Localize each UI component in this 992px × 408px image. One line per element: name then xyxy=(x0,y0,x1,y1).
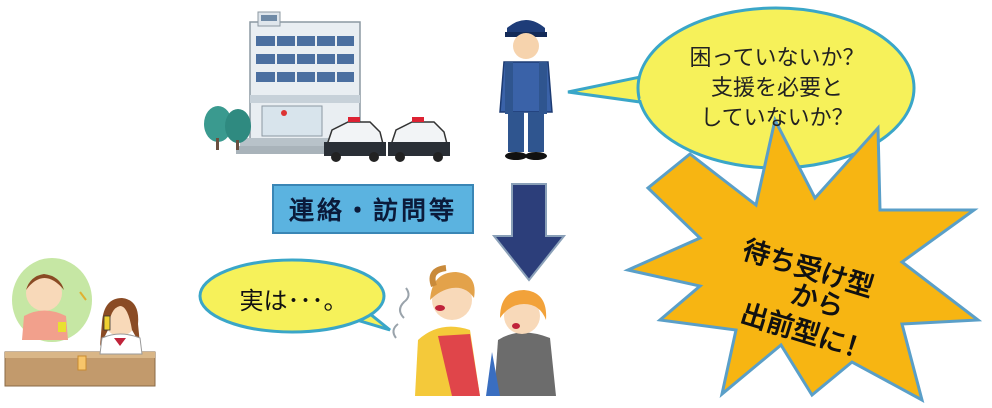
police-bubble-line-1: 困っていないか？ xyxy=(689,46,865,71)
police-bubble-text: 困っていないか？ 支援を必要と していないか？ xyxy=(672,44,882,134)
police-bubble-line-3: していないか？ xyxy=(700,106,854,131)
tree-icon xyxy=(204,106,251,150)
patrol-car-icon xyxy=(324,117,450,162)
resident-bubble-text: 実は･･･。 xyxy=(239,286,348,315)
down-arrow-icon xyxy=(491,183,567,282)
action-label-text: 連絡・訪問等 xyxy=(288,196,457,225)
police-bubble-line-2: 支援を必要と xyxy=(710,76,843,101)
burst-shape xyxy=(623,115,983,403)
action-label: 連絡・訪問等 xyxy=(272,184,474,234)
phone-consultation-icon xyxy=(4,258,156,387)
police-officer-icon xyxy=(499,20,553,160)
police-station-icon xyxy=(236,11,372,154)
resident-speech-bubble xyxy=(198,258,391,334)
distressed-residents-icon xyxy=(392,265,556,396)
